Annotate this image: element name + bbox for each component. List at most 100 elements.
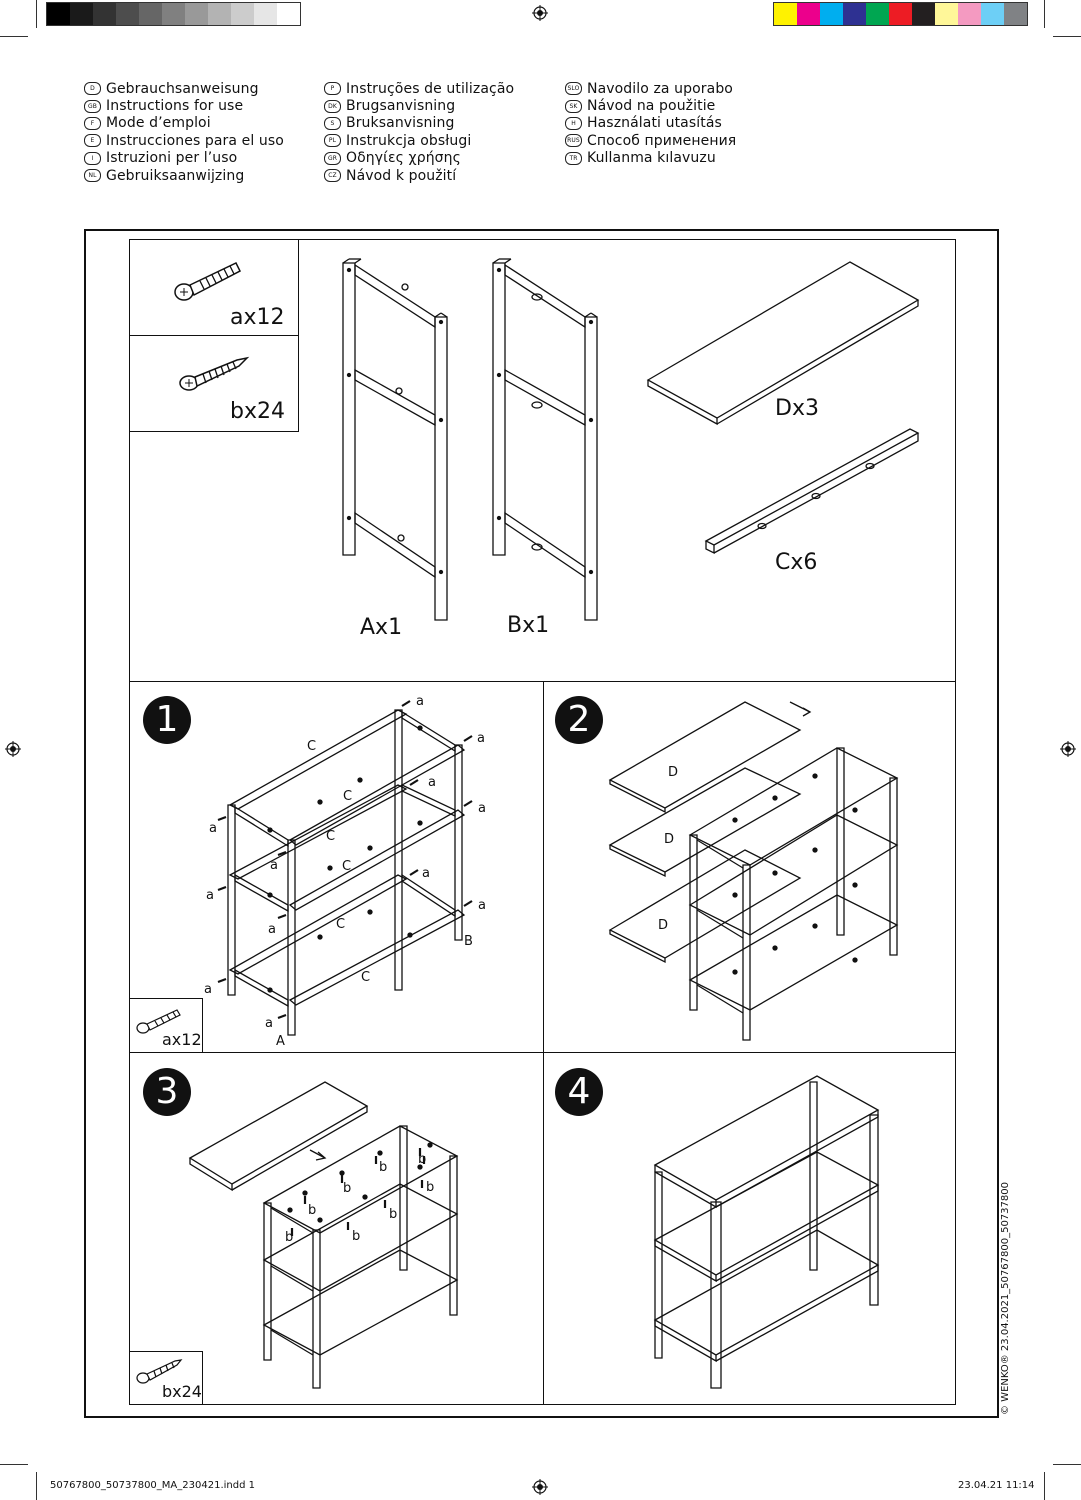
step-3-hardware-box	[129, 1351, 203, 1405]
screw-b-label: bx24	[230, 399, 285, 424]
step-1-label-c: C	[361, 970, 371, 985]
registration-mark-icon	[1060, 741, 1076, 757]
color-swatch	[912, 3, 935, 25]
color-swatch	[981, 3, 1004, 25]
crop-mark	[0, 36, 28, 37]
registration-mark-icon	[532, 1479, 548, 1495]
frame-b-label: Bx1	[507, 613, 550, 638]
step-1-label-a: a	[268, 922, 276, 937]
shelf-d-drawing	[646, 261, 920, 426]
color-swatch	[935, 3, 958, 25]
step-4-number: 4	[555, 1068, 603, 1116]
step-1-hardware-box	[129, 998, 203, 1053]
color-swatch	[866, 3, 889, 25]
step-1-label-a: a	[428, 775, 436, 790]
screw-b-icon	[136, 1359, 183, 1384]
step-1-label-frame-b: B	[464, 934, 473, 949]
step-3-assembly-drawing	[188, 1081, 459, 1389]
gray-swatch	[185, 3, 208, 25]
step-2-assembly-drawing	[608, 701, 899, 1041]
crop-mark	[0, 1464, 28, 1465]
step-3-label-b: b	[285, 1230, 294, 1245]
footer-timestamp: 23.04.21 11:14	[958, 1480, 1035, 1491]
frame-a-label: Ax1	[360, 615, 403, 640]
gray-swatch	[254, 3, 277, 25]
crop-mark	[36, 1472, 37, 1500]
step-1-label-c: C	[326, 829, 336, 844]
step-3-number: 3	[143, 1068, 191, 1116]
rail-c-drawing	[704, 428, 920, 555]
step-3-label-b: b	[426, 1180, 435, 1195]
step-1-label-c: C	[336, 917, 346, 932]
color-swatch	[1004, 3, 1027, 25]
step-1-label-c: C	[342, 859, 352, 874]
process-color-bar	[773, 2, 1028, 26]
gray-swatch	[93, 3, 116, 25]
step-2-label-d: D	[664, 832, 675, 847]
color-swatch	[843, 3, 866, 25]
step-1-label-c: C	[343, 789, 353, 804]
step-3-hardware-label: bx24	[162, 1382, 202, 1401]
step-1-label-a: a	[477, 731, 485, 746]
step-1-label-a: a	[478, 801, 486, 816]
copyright-notice: © WENKO® 23.04.2021_50767800_50737800	[1000, 1182, 1011, 1415]
step-4-finished-shelf-drawing	[653, 1075, 880, 1389]
step-3-label-b: b	[343, 1181, 352, 1196]
step-1-label-a: a	[416, 694, 424, 709]
step-1-label-c: C	[307, 739, 317, 754]
step-1-label-a: a	[478, 898, 486, 913]
registration-mark-icon	[532, 5, 548, 21]
step-1-label-a: a	[265, 1016, 273, 1031]
step-3-label-b: b	[379, 1160, 388, 1175]
step-3-label-b: b	[389, 1207, 398, 1222]
footer-file-info: 50767800_50737800_MA_230421.indd 1	[50, 1480, 255, 1491]
crop-mark	[1044, 1472, 1045, 1500]
step-1-label-a: a	[270, 858, 278, 873]
step-1-label-a: a	[209, 821, 217, 836]
frame-a-drawing	[342, 258, 448, 621]
shelf-d-label: Dx3	[775, 396, 819, 421]
gray-swatch	[70, 3, 93, 25]
screw-b-icon	[179, 356, 250, 391]
crop-mark	[36, 0, 37, 28]
color-swatch	[774, 3, 797, 25]
color-swatch	[889, 3, 912, 25]
color-swatch	[797, 3, 820, 25]
step-1-hardware-label: ax12	[162, 1030, 202, 1049]
gray-swatch	[47, 3, 70, 25]
instruction-frame	[84, 229, 999, 1418]
screw-b-box	[129, 335, 299, 432]
gray-swatch	[208, 3, 231, 25]
step-4-panel	[543, 1052, 956, 1405]
gray-swatch	[277, 3, 300, 25]
crop-mark	[1053, 36, 1081, 37]
registration-mark-icon	[5, 741, 21, 757]
screw-a-icon	[174, 262, 242, 301]
screw-a-icon	[136, 1009, 181, 1034]
color-swatch	[958, 3, 981, 25]
step-1-label-a: a	[206, 888, 214, 903]
screw-a-label: ax12	[230, 305, 285, 330]
grayscale-color-bar	[46, 2, 301, 26]
step-1-label-frame-a: A	[276, 1034, 285, 1049]
step-1-label-a: a	[204, 982, 212, 997]
